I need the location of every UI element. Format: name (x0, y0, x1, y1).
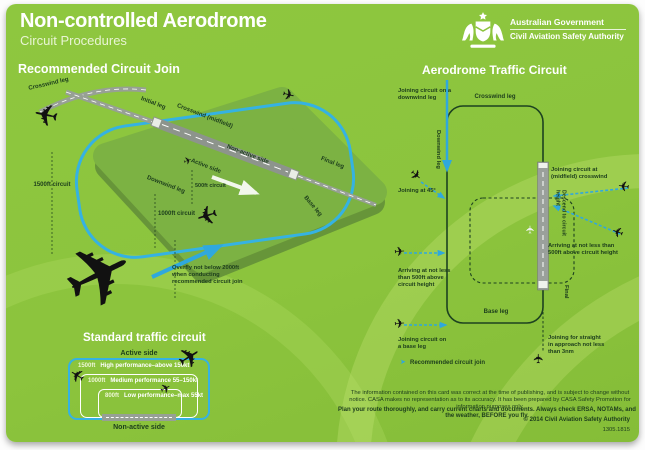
casa-circuit-card: Non-controlled Aerodrome Circuit Procedu… (6, 4, 639, 442)
label-crosswind-leg-right: Crosswind leg (474, 94, 516, 100)
footer-advice: Plan your route thoroughly, and carry cu… (338, 407, 636, 419)
legend-arrow-icon: ➤ (400, 359, 406, 366)
join-circuit-loop (74, 101, 356, 259)
label-descend: Descend to circuit height (554, 190, 567, 236)
label-arrive-left: Arriving at not less than 500ft above ci… (398, 268, 451, 288)
gov-name: Australian Government (510, 17, 604, 27)
final-extension-dashes (297, 175, 377, 206)
diagram-lineart (38, 80, 629, 352)
label-non-active-side-std: Non-active side (113, 424, 165, 431)
label-final: Final (562, 285, 569, 299)
aircraft-icon: ✈ (525, 224, 538, 235)
gov-crest (462, 10, 504, 52)
label-join-downwind: Joining circuit on a downwind leg (398, 88, 452, 101)
label-1000ft-circuit: 1000ft circuit (158, 211, 196, 217)
label-join-midfield: Joining circuit at (midfield) crosswind (551, 167, 608, 180)
circuit-description: High performance–above 150kt (100, 363, 190, 369)
footer-copyright: © 2014 Civil Aviation Safety Authority (523, 417, 630, 423)
coat-of-arms-icon (462, 12, 504, 48)
circuit-row: 800ft Low performance–max 55kt (105, 393, 203, 399)
standard-circuit-heading: Standard traffic circuit (83, 332, 206, 344)
label-arrive-right: Arriving at not less than 500ft above ci… (548, 243, 618, 256)
legend-label: Recommended circuit join (410, 360, 486, 366)
footer-doc-code: 1305.1815 (602, 427, 630, 433)
height-measure-lines (51, 152, 193, 300)
aircraft-icon: ✈ (616, 177, 631, 195)
page-subtitle: Circuit Procedures (20, 33, 127, 48)
aircraft-icon: ✈ (530, 353, 546, 364)
traffic-circuit-dashed (469, 197, 575, 284)
circuit-altitude: 800ft (105, 393, 120, 399)
label-join-straight: Joining for straight in approach not les… (548, 335, 605, 355)
circuit-description: Medium performance 55–150kt (110, 378, 199, 384)
label-active-side-std: Active side (120, 350, 158, 357)
page-title: Non-controlled Aerodrome (20, 10, 267, 32)
circuit-row: 1500ft High performance–above 150kt (78, 363, 189, 369)
traffic-circuit-heading: Aerodrome Traffic Circuit (422, 63, 567, 77)
crosswind-path-dashes (39, 88, 147, 113)
runway-bar-std (102, 414, 176, 421)
traffic-circuit-solid (446, 105, 544, 324)
circuit-altitude: 1500ft (78, 363, 96, 369)
label-downwind-leg-right: Downwind leg (434, 130, 441, 169)
footer-disclaimer: The information contained on this card w… (349, 390, 631, 411)
join-heading: Recommended Circuit Join (18, 62, 180, 76)
runway-right (537, 161, 549, 291)
label-join-45: Joining at 45° (398, 188, 436, 194)
joining-arrows (404, 80, 629, 329)
gov-divider (510, 29, 626, 30)
label-1500ft-circuit: 1500ft circuit (33, 182, 71, 188)
initial-leg-dashes (65, 91, 157, 124)
label-overfly-note: Overfly not below 2000ft when conducting… (172, 265, 243, 285)
takeoff-direction-arrow (211, 175, 260, 196)
circuit-description: Low performance–max 55kt (124, 393, 204, 399)
recommended-join-arrow (151, 244, 224, 279)
label-join-base: Joining circuit on a base leg (398, 337, 447, 350)
aircraft-icon: ✈ (393, 243, 406, 260)
aircraft-icon: ✈ (393, 315, 406, 332)
label-500ft-circuit: 500ft circuit (195, 183, 226, 189)
runway-left (150, 116, 300, 181)
circuit-altitude: 1000ft (88, 378, 106, 384)
label-base-leg-right: Base leg (483, 309, 509, 315)
runway-centerline (106, 417, 172, 418)
agency-name: Civil Aviation Safety Authority (510, 32, 624, 41)
circuit-row: 1000ft Medium performance 55–150kt (88, 378, 198, 384)
